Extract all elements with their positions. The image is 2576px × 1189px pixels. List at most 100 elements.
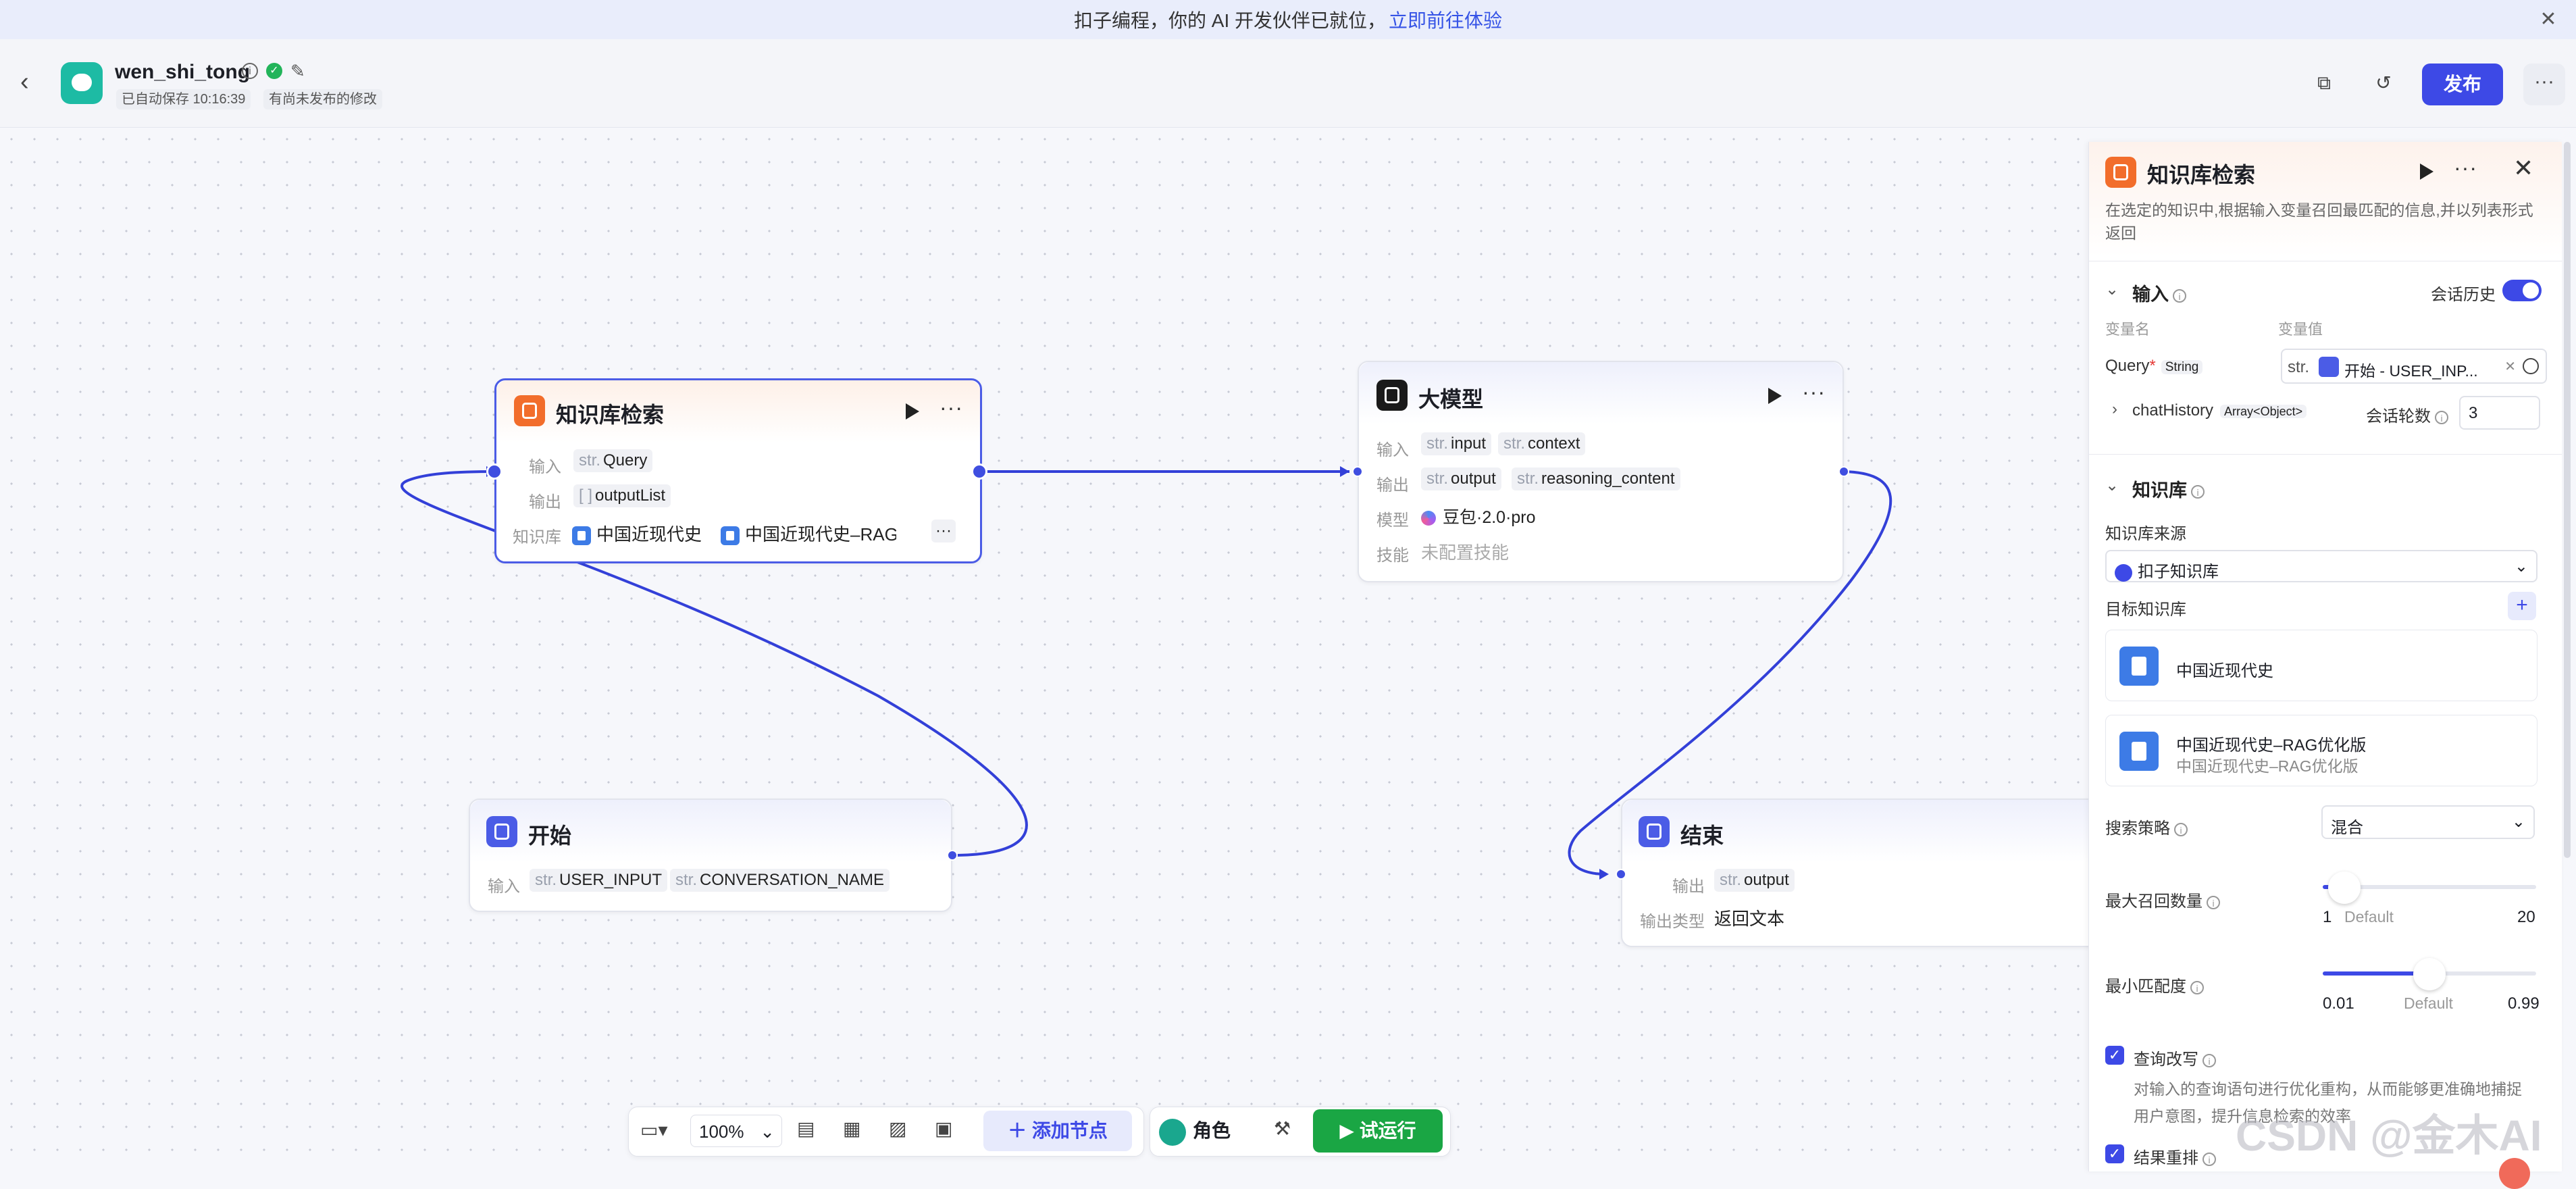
kb-card-title: 中国近现代史–RAG优化版 <box>2176 736 2367 755</box>
panel-title: 知识库检索 <box>2147 163 2256 187</box>
max-recall-slider[interactable] <box>2327 871 2361 904</box>
more-menu-button[interactable]: ··· <box>2523 64 2565 105</box>
run-icon[interactable] <box>906 403 919 420</box>
kb-label: 知识库 <box>513 528 561 547</box>
rewrite-checkbox[interactable]: ✓ <box>2105 1046 2124 1065</box>
output-port[interactable] <box>947 850 958 861</box>
kb-card[interactable]: 中国近现代史 <box>2105 630 2538 701</box>
output-variable: [ ]outputList <box>573 484 671 507</box>
rounds-input[interactable]: 3 <box>2459 396 2540 430</box>
max-recall-track[interactable] <box>2323 885 2536 889</box>
knowledge-icon <box>514 395 545 426</box>
max-recall-max: 20 <box>2517 908 2535 926</box>
document-icon <box>2119 647 2159 686</box>
variable-picker-icon <box>2523 358 2539 374</box>
chevron-down-icon[interactable]: ⌄ <box>2105 280 2119 299</box>
banner-close-icon[interactable]: ✕ <box>2540 8 2557 30</box>
add-node-button[interactable]: ＋ 添加节点 <box>983 1111 1132 1151</box>
query-value-field[interactable]: str. 开始 - USER_INP... ✕ <box>2281 349 2547 384</box>
min-match-default: Default <box>2404 994 2453 1012</box>
run-icon[interactable] <box>1768 388 1782 404</box>
input-label: 输入 <box>1376 441 1409 459</box>
chevron-down-icon: ⌄ <box>2514 557 2528 576</box>
input-variable: str.input <box>1421 432 1492 455</box>
close-icon[interactable]: ✕ <box>2513 154 2534 182</box>
history-toggle[interactable] <box>2502 280 2542 301</box>
copy-icon[interactable]: ⧉ <box>2317 72 2331 93</box>
publish-button[interactable]: 发布 <box>2422 64 2503 105</box>
node-llm[interactable]: 大模型 ··· 输入 str.input str.context 输出 str.… <box>1358 361 1844 582</box>
back-icon[interactable]: ‹ <box>20 68 29 96</box>
grid-icon[interactable]: ▦ <box>843 1118 861 1139</box>
add-kb-button[interactable]: + <box>2508 592 2536 620</box>
panel-description: 在选定的知识中,根据输入变量召回最匹配的信息,并以列表形式返回 <box>2105 201 2533 242</box>
input-port[interactable] <box>1616 869 1626 880</box>
output-port[interactable] <box>1838 466 1849 477</box>
tool-icon[interactable]: ⚒ <box>1274 1118 1291 1139</box>
input-port[interactable] <box>486 463 503 480</box>
output-variable: str.output <box>1714 869 1795 892</box>
output-type-label: 输出类型 <box>1640 913 1705 931</box>
min-match-min: 0.01 <box>2323 994 2354 1013</box>
chevron-down-icon: ⌄ <box>760 1121 775 1142</box>
start-icon <box>486 816 517 847</box>
more-icon[interactable]: ··· <box>2454 155 2477 180</box>
min-match-slider[interactable] <box>2413 958 2446 990</box>
edit-icon[interactable]: ✎ <box>290 61 305 81</box>
node-title: 知识库检索 <box>556 403 665 427</box>
autosave-status: 已自动保存 10:16:39 <box>116 89 251 109</box>
node-end[interactable]: 结束 输出 str.output 输出类型 返回文本 <box>1621 799 2101 947</box>
more-icon[interactable]: ··· <box>931 520 956 542</box>
rewrite-description: 对输入的查询语句进行优化重构，从而能够更准确地捕捉用户意图，提升信息检索的效率 <box>2134 1080 2522 1125</box>
input-variable: str.Query <box>573 449 653 472</box>
chevron-right-icon[interactable]: › <box>2112 400 2117 418</box>
info-icon: i <box>2203 1152 2216 1166</box>
zoom-select[interactable]: 100%⌄ <box>690 1115 782 1147</box>
minimap-icon[interactable]: ▣ <box>935 1118 953 1139</box>
history-label: 会话历史 <box>2431 286 2496 304</box>
run-icon[interactable] <box>2420 163 2433 180</box>
comment-icon[interactable]: ▤ <box>797 1118 815 1139</box>
layout-icon[interactable]: ▭▾ <box>640 1119 668 1140</box>
kb-source-select[interactable]: 扣子知识库⌄ <box>2105 550 2538 582</box>
kb-source-label: 知识库来源 <box>2105 525 2186 543</box>
start-icon <box>2319 357 2339 377</box>
node-header <box>496 380 980 442</box>
role-button[interactable]: 角色 <box>1159 1113 1231 1148</box>
rerank-checkbox[interactable]: ✓ <box>2105 1144 2124 1163</box>
more-icon[interactable]: ··· <box>939 395 963 420</box>
node-start[interactable]: 开始 输入 str.USER_INPUT str.CONVERSATION_NA… <box>469 799 952 912</box>
chevron-down-icon: ⌄ <box>2511 813 2525 831</box>
info-icon: i <box>2207 895 2220 909</box>
input-variable: str.CONVERSATION_NAME <box>670 869 890 892</box>
input-variable: str.context <box>1498 432 1586 455</box>
llm-icon <box>1376 380 1408 411</box>
output-variable: str.reasoning_content <box>1512 467 1680 490</box>
more-icon[interactable]: ··· <box>1802 380 1826 404</box>
kb-card[interactable]: 中国近现代史–RAG优化版 中国近现代史–RAG优化版 <box>2105 715 2538 786</box>
info-icon: i <box>2191 484 2205 499</box>
banner-link[interactable]: 立即前往体验 <box>1389 10 1503 31</box>
history-icon[interactable]: ↺ <box>2375 72 2392 93</box>
chevron-down-icon[interactable]: ⌄ <box>2105 476 2119 495</box>
trial-run-button[interactable]: ▶ 试运行 <box>1313 1109 1443 1153</box>
watermark: CSDN @金木AI <box>2236 1111 2542 1160</box>
info-icon: i <box>2174 822 2188 836</box>
strategy-select[interactable]: 混合⌄ <box>2321 805 2535 839</box>
output-port[interactable] <box>971 463 987 480</box>
workflow-canvas[interactable] <box>0 128 2087 1171</box>
end-icon <box>1639 816 1670 847</box>
node-knowledge-retrieval[interactable]: 知识库检索 ··· 输入 str.Query 输出 [ ]outputList … <box>494 378 982 563</box>
document-icon <box>2119 732 2159 771</box>
info-icon[interactable]: i <box>242 63 258 79</box>
image-icon[interactable]: ▨ <box>889 1118 907 1139</box>
skill-label: 技能 <box>1376 547 1409 565</box>
input-port[interactable] <box>1352 466 1363 477</box>
output-label: 输出 <box>1672 878 1705 896</box>
panel-scrollbar[interactable] <box>2564 142 2571 858</box>
